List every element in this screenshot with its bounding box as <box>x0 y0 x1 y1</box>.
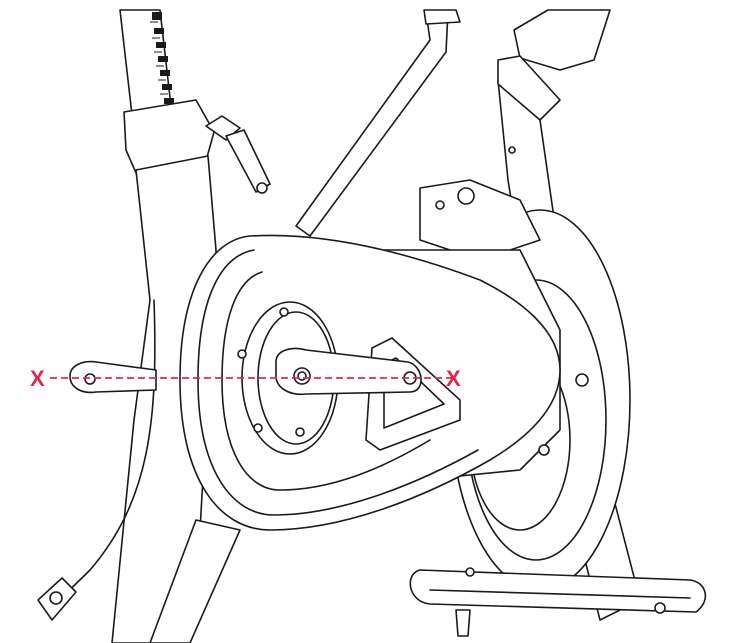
alignment-reference: X X <box>30 366 461 391</box>
lower-frame <box>149 519 241 643</box>
crank-axle-nut <box>293 367 311 385</box>
seat-tube <box>111 155 217 643</box>
console-mount <box>513 9 611 71</box>
marker-left: X <box>30 366 45 391</box>
housing-bolt <box>538 444 550 456</box>
console-bracket <box>497 55 561 121</box>
right-crank-arm <box>275 347 422 396</box>
base-stabilizer <box>409 567 707 637</box>
marker-right: X <box>446 366 461 391</box>
cable-holder <box>37 577 77 621</box>
resistance-housing <box>419 146 541 261</box>
left-crank-arm <box>69 360 157 394</box>
top-tube-cap <box>423 9 461 25</box>
seat-post-scale <box>150 12 174 104</box>
seat-adjust-knob <box>205 115 271 194</box>
